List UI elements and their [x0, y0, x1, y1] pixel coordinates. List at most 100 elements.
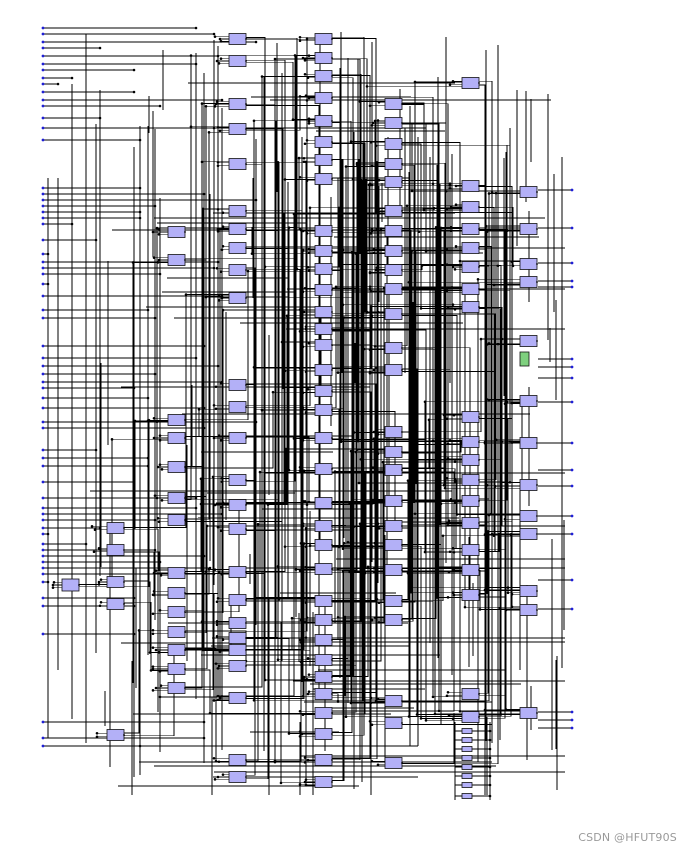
input-port[interactable] [41, 744, 45, 748]
output-port[interactable] [570, 357, 574, 361]
logic-block[interactable] [167, 663, 186, 675]
logic-block[interactable] [461, 711, 480, 723]
logic-block[interactable] [314, 754, 333, 766]
logic-block[interactable] [384, 520, 403, 532]
output-port[interactable] [570, 514, 574, 518]
logic-block[interactable] [167, 514, 186, 526]
highlighted-block[interactable] [519, 351, 530, 367]
logic-block[interactable] [384, 757, 403, 769]
input-port[interactable] [41, 356, 45, 360]
logic-block[interactable] [228, 566, 247, 578]
input-port[interactable] [41, 532, 45, 536]
input-port[interactable] [41, 316, 45, 320]
logic-block[interactable] [314, 154, 333, 166]
output-port[interactable] [570, 400, 574, 404]
input-port[interactable] [41, 448, 45, 452]
input-port[interactable] [41, 76, 45, 80]
input-port[interactable] [41, 580, 45, 584]
logic-block[interactable] [167, 567, 186, 579]
input-port[interactable] [41, 496, 45, 500]
input-port[interactable] [41, 252, 45, 256]
small-register[interactable] [461, 793, 473, 799]
input-port[interactable] [41, 54, 45, 58]
logic-block[interactable] [167, 226, 186, 238]
logic-block[interactable] [228, 379, 247, 391]
logic-block[interactable] [314, 245, 333, 257]
output-port[interactable] [570, 468, 574, 472]
logic-block[interactable] [228, 242, 247, 254]
logic-block[interactable] [314, 671, 333, 683]
input-port[interactable] [41, 426, 45, 430]
input-port[interactable] [41, 222, 45, 226]
logic-block[interactable] [461, 589, 480, 601]
logic-block[interactable] [461, 517, 480, 529]
small-register[interactable] [461, 764, 473, 770]
input-port[interactable] [41, 98, 45, 102]
logic-block[interactable] [167, 587, 186, 599]
output-port[interactable] [570, 279, 574, 283]
input-port[interactable] [41, 216, 45, 220]
small-register[interactable] [461, 737, 473, 743]
logic-block[interactable] [461, 180, 480, 192]
logic-block[interactable] [384, 283, 403, 295]
logic-block[interactable] [519, 258, 538, 270]
logic-block[interactable] [314, 728, 333, 740]
logic-block[interactable] [314, 563, 333, 575]
logic-block[interactable] [167, 644, 186, 656]
input-port[interactable] [41, 518, 45, 522]
input-port[interactable] [41, 396, 45, 400]
input-port[interactable] [41, 526, 45, 530]
logic-block[interactable] [228, 158, 247, 170]
logic-block[interactable] [167, 254, 186, 266]
input-port[interactable] [41, 386, 45, 390]
logic-block[interactable] [384, 464, 403, 476]
input-port[interactable] [41, 720, 45, 724]
output-port[interactable] [570, 578, 574, 582]
logic-block[interactable] [384, 176, 403, 188]
input-port[interactable] [41, 104, 45, 108]
input-port[interactable] [41, 238, 45, 242]
input-port[interactable] [41, 512, 45, 516]
input-port[interactable] [41, 372, 45, 376]
logic-block[interactable] [61, 578, 80, 592]
output-port[interactable] [570, 718, 574, 722]
logic-block[interactable] [314, 225, 333, 237]
input-port[interactable] [41, 46, 45, 50]
logic-block[interactable] [314, 520, 333, 532]
logic-block[interactable] [461, 474, 480, 486]
logic-block[interactable] [314, 70, 333, 82]
logic-block[interactable] [461, 688, 480, 700]
input-port[interactable] [41, 266, 45, 270]
logic-block[interactable] [384, 614, 403, 626]
input-port[interactable] [41, 344, 45, 348]
logic-block[interactable] [384, 695, 403, 707]
logic-block[interactable] [314, 707, 333, 719]
output-port[interactable] [570, 484, 574, 488]
logic-block[interactable] [461, 544, 480, 556]
input-port[interactable] [41, 406, 45, 410]
logic-block[interactable] [461, 495, 480, 507]
logic-block[interactable] [228, 692, 247, 704]
logic-block[interactable] [519, 186, 538, 198]
input-port[interactable] [41, 364, 45, 368]
logic-block[interactable] [519, 510, 538, 522]
logic-block[interactable] [167, 432, 186, 444]
logic-block[interactable] [461, 261, 480, 273]
logic-block[interactable] [228, 523, 247, 535]
logic-block[interactable] [461, 242, 480, 254]
output-port[interactable] [570, 441, 574, 445]
output-port[interactable] [570, 532, 574, 536]
logic-block[interactable] [314, 654, 333, 666]
logic-block[interactable] [106, 729, 125, 741]
input-port[interactable] [41, 506, 45, 510]
input-port[interactable] [41, 542, 45, 546]
input-port[interactable] [41, 260, 45, 264]
output-port[interactable] [570, 188, 574, 192]
output-port[interactable] [570, 607, 574, 611]
input-port[interactable] [41, 26, 45, 30]
input-port[interactable] [41, 380, 45, 384]
output-port[interactable] [570, 726, 574, 730]
logic-block[interactable] [519, 479, 538, 491]
input-port[interactable] [41, 308, 45, 312]
logic-block[interactable] [384, 564, 403, 576]
